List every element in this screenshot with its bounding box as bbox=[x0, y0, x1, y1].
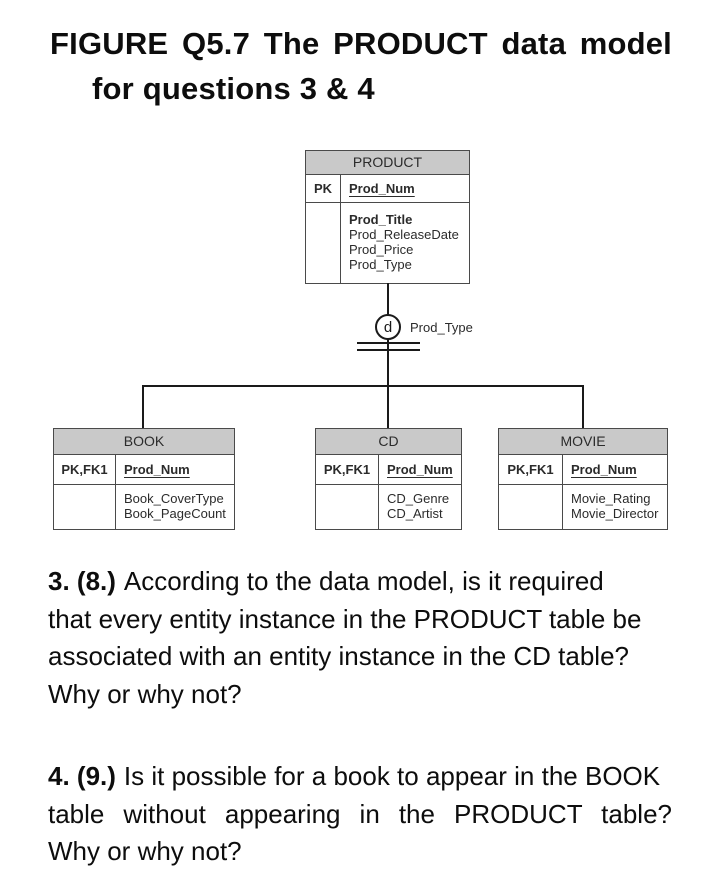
discriminator-label: Prod_Type bbox=[410, 320, 473, 335]
primary-key-attribute: Prod_Num bbox=[124, 462, 190, 477]
question-line: Why or why not? bbox=[48, 678, 242, 709]
connector-drop-book bbox=[142, 385, 144, 428]
attribute: Book_PageCount bbox=[124, 506, 226, 521]
entity-product-header: PRODUCT bbox=[306, 151, 469, 175]
entity-book: BOOK PK,FK1 Prod_Num Book_CoverType Book… bbox=[53, 428, 235, 530]
attribute: Prod_ReleaseDate bbox=[349, 227, 459, 242]
attribute: Prod_Type bbox=[349, 257, 412, 272]
entity-cd: CD PK,FK1 Prod_Num CD_Genre CD_Artist bbox=[315, 428, 462, 530]
empty-key-cell bbox=[316, 485, 379, 529]
question-4: 4. (9.)Is it possible for a book to appe… bbox=[48, 758, 672, 871]
entity-movie-attributes: Movie_Rating Movie_Director bbox=[499, 485, 667, 529]
empty-key-cell bbox=[54, 485, 116, 529]
primary-key-label: PK,FK1 bbox=[316, 455, 379, 484]
question-text: Is it possible for a book to appear in t… bbox=[123, 761, 661, 791]
primary-key-attribute: Prod_Num bbox=[571, 462, 637, 477]
connector-branch-line bbox=[142, 385, 584, 387]
disjoint-subtype-circle: d bbox=[375, 314, 401, 340]
entity-book-key-row: PK,FK1 Prod_Num bbox=[54, 455, 234, 485]
primary-key-label: PK,FK1 bbox=[499, 455, 563, 484]
entity-product-attributes: Prod_Title Prod_ReleaseDate Prod_Price P… bbox=[306, 203, 469, 283]
entity-movie-header: MOVIE bbox=[499, 429, 667, 455]
attribute: CD_Artist bbox=[387, 506, 443, 521]
question-line: 3. (8.)According to the data model, is i… bbox=[48, 563, 672, 601]
primary-key-label: PK,FK1 bbox=[54, 455, 116, 484]
connector-drop-cd bbox=[387, 385, 389, 428]
question-line: that every entity instance in the PRODUC… bbox=[48, 603, 642, 634]
primary-key-label: PK bbox=[306, 175, 341, 202]
entity-movie-key-row: PK,FK1 Prod_Num bbox=[499, 455, 667, 485]
entity-book-attributes: Book_CoverType Book_PageCount bbox=[54, 485, 234, 529]
question-3: 3. (8.)According to the data model, is i… bbox=[48, 563, 672, 713]
entity-product-key-row: PK Prod_Num bbox=[306, 175, 469, 203]
question-line: associated with an entity instance in th… bbox=[48, 641, 630, 671]
entity-cd-header: CD bbox=[316, 429, 461, 455]
attribute: CD_Genre bbox=[387, 491, 450, 506]
connector-drop-movie bbox=[582, 385, 584, 428]
question-text: According to the data model, is it requi… bbox=[123, 566, 604, 596]
question-number: 3. (8.) bbox=[48, 566, 116, 596]
attribute: Prod_Price bbox=[349, 242, 414, 257]
attribute: Prod_Title bbox=[349, 212, 413, 227]
attribute: Book_CoverType bbox=[124, 491, 224, 506]
question-line: table without appearing in the PRODUCT t… bbox=[48, 798, 672, 829]
connector-line-middle bbox=[387, 339, 389, 386]
primary-key-attribute: Prod_Num bbox=[387, 462, 453, 477]
question-line: 4. (9.)Is it possible for a book to appe… bbox=[48, 758, 672, 796]
connector-line-supertype bbox=[387, 283, 389, 317]
entity-cd-attributes: CD_Genre CD_Artist bbox=[316, 485, 461, 529]
question-number: 4. (9.) bbox=[48, 761, 116, 791]
figure-title-line-1: FIGURE Q5.7 The PRODUCT data model bbox=[50, 26, 672, 61]
entity-cd-key-row: PK,FK1 Prod_Num bbox=[316, 455, 461, 485]
question-line: Why or why not? bbox=[48, 836, 242, 866]
primary-key-attribute: Prod_Num bbox=[349, 181, 415, 196]
attribute: Movie_Rating bbox=[571, 491, 651, 506]
figure-title-line-2: for questions 3 & 4 bbox=[92, 71, 375, 106]
entity-product: PRODUCT PK Prod_Num Prod_Title Prod_Rele… bbox=[305, 150, 470, 284]
attribute: Movie_Director bbox=[571, 506, 659, 521]
empty-key-cell bbox=[306, 203, 341, 283]
entity-book-header: BOOK bbox=[54, 429, 234, 455]
entity-movie: MOVIE PK,FK1 Prod_Num Movie_Rating Movie… bbox=[498, 428, 668, 530]
empty-key-cell bbox=[499, 485, 563, 529]
